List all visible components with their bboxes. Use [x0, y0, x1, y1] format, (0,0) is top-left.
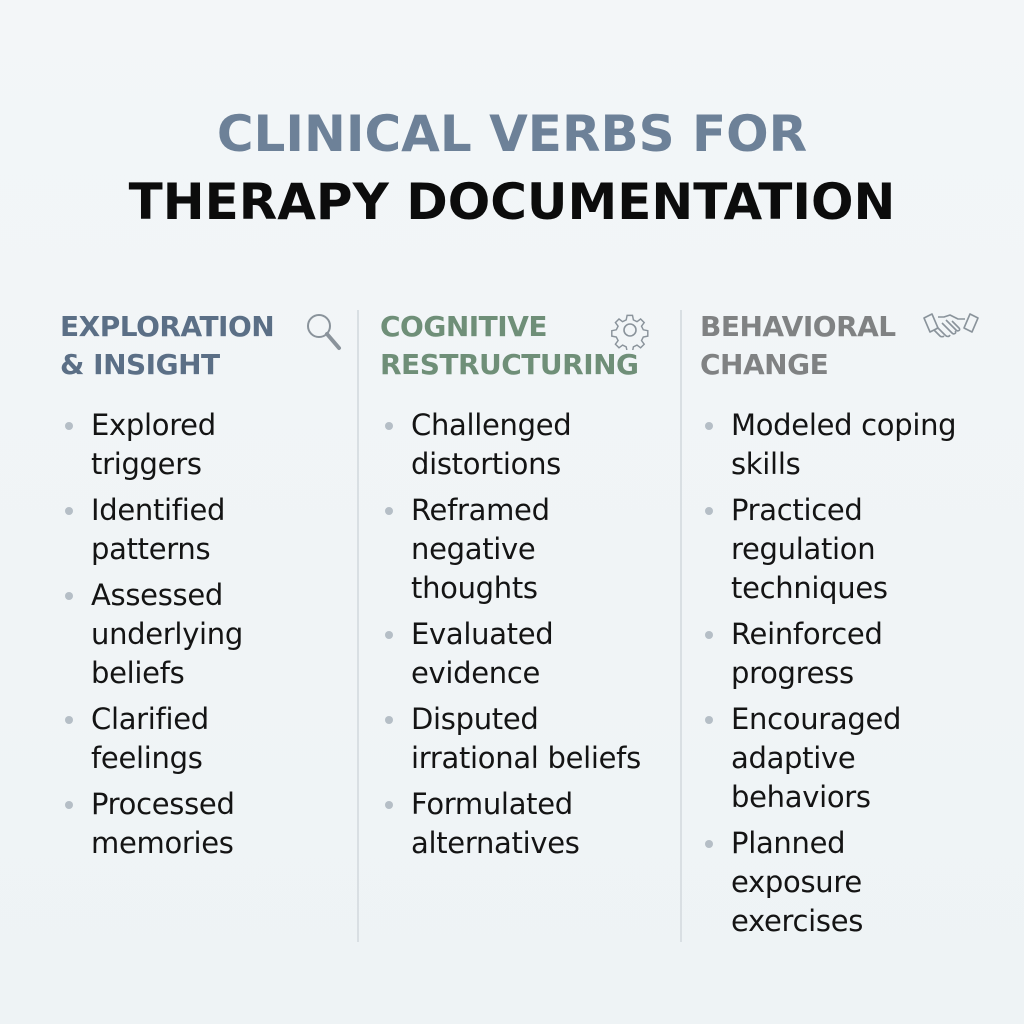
page-title: CLINICAL VERBS FOR THERAPY DOCUMENTATION: [0, 100, 1024, 236]
heading-line: BEHAVIORAL: [700, 310, 896, 343]
item-list: Modeled coping skills Practiced regulati…: [700, 406, 1000, 941]
list-item: Identified patterns: [60, 491, 250, 569]
list-item: Reinforced progress: [700, 615, 900, 693]
list-item: Reframed negative thoughts: [380, 491, 560, 608]
column-divider: [357, 310, 359, 942]
list-item: Assessed underlying beliefs: [60, 576, 260, 693]
list-item: Clarified feelings: [60, 700, 230, 778]
column-heading: EXPLORATION & INSIGHT: [60, 308, 350, 384]
list-item: Practiced regulation techniques: [700, 491, 910, 608]
column-behavioral: BEHAVIORAL CHANGE Modeled coping skills …: [700, 308, 1000, 948]
list-item: Modeled coping skills: [700, 406, 980, 484]
list-item: Planned exposure exercises: [700, 824, 880, 941]
handshake-icon: [923, 313, 979, 338]
list-item: Formulated alternatives: [380, 785, 600, 863]
column-exploration: EXPLORATION & INSIGHT Explored triggers …: [60, 308, 350, 870]
heading-line: CHANGE: [700, 348, 829, 381]
list-item: Explored triggers: [60, 406, 230, 484]
title-line-1: CLINICAL VERBS FOR: [216, 105, 808, 163]
list-item: Challenged distortions: [380, 406, 600, 484]
item-list: Challenged distortions Reframed negative…: [380, 406, 670, 863]
list-item: Processed memories: [60, 785, 260, 863]
list-item: Encouraged adaptive behaviors: [700, 700, 920, 817]
list-item: Disputed irrational beliefs: [380, 700, 670, 778]
magnifier-icon: [307, 314, 341, 350]
column-divider: [680, 310, 682, 942]
heading-line: COGNITIVE: [380, 310, 548, 343]
column-cognitive: COGNITIVE RESTRUCTURING Challenged disto…: [380, 308, 670, 870]
item-list: Explored triggers Identified patterns As…: [60, 406, 350, 863]
column-heading: COGNITIVE RESTRUCTURING: [380, 308, 670, 384]
heading-line: & INSIGHT: [60, 348, 220, 381]
title-line-2: THERAPY DOCUMENTATION: [128, 173, 896, 231]
heading-line: RESTRUCTURING: [380, 348, 639, 381]
list-item: Evaluated evidence: [380, 615, 580, 693]
column-heading: BEHAVIORAL CHANGE: [700, 308, 1000, 384]
heading-line: EXPLORATION: [60, 310, 275, 343]
gear-icon: [611, 314, 649, 350]
